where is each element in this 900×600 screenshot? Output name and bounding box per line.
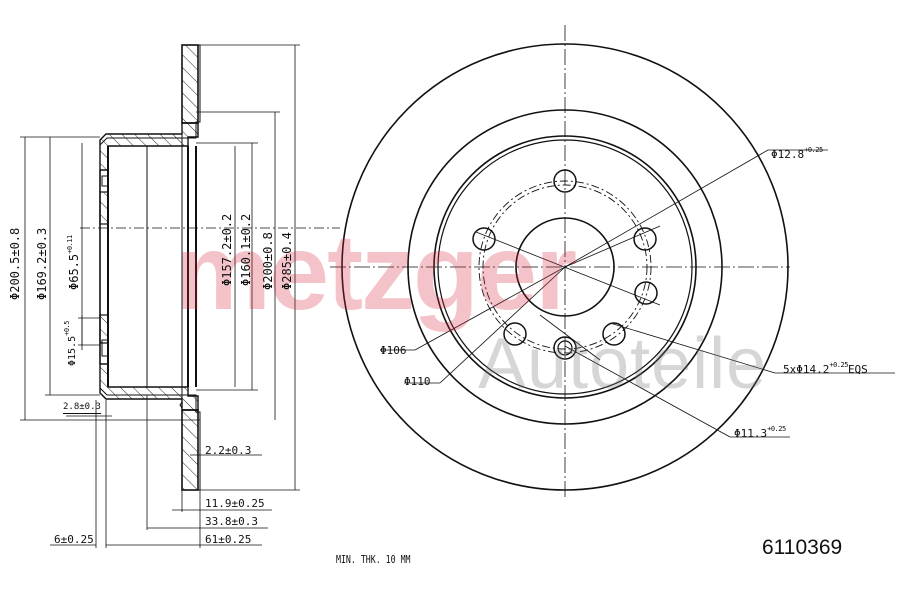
- callout-hole-12-8: Φ12.8+0.25: [771, 146, 823, 161]
- dim-d169-2: Φ169.2±0.3: [35, 227, 49, 300]
- dim-d15-5: Φ15.5+0.5: [63, 321, 78, 366]
- hole: [503, 322, 527, 346]
- hole: [634, 281, 658, 305]
- min-thickness-note: MIN. THK. 10 MM: [336, 553, 411, 566]
- callout-d110: Φ110: [404, 375, 431, 388]
- dim-t11-9: 11.9±0.25: [205, 497, 265, 510]
- dim-t2-8: 2.8±0.3: [63, 402, 101, 414]
- dim-d65-5: Φ65.5+0.11: [66, 235, 81, 290]
- part-number: 6110369: [762, 536, 843, 559]
- front-view: [330, 25, 895, 500]
- watermark-sub: Autoteile: [478, 324, 768, 404]
- section-view: [20, 44, 340, 548]
- dim-d200: Φ200±0.8: [261, 232, 275, 290]
- dim-d200-5: Φ200.5±0.8: [8, 227, 22, 300]
- dim-d285: Φ285±0.4: [280, 232, 294, 290]
- callout-d106: Φ106: [380, 344, 407, 357]
- dim-d157-2: Φ157.2±0.2: [220, 213, 234, 286]
- callout-hole-11-3: Φ11.3+0.25: [734, 425, 786, 440]
- hole: [633, 227, 657, 251]
- dim-d160-1: Φ160.1±0.2: [239, 213, 253, 286]
- callout-bolt-14-2: 5xΦ14.2+0.25EQS: [783, 361, 868, 376]
- watermark-brand: metzger: [175, 211, 577, 332]
- dim-t61: 61±0.25: [205, 533, 252, 546]
- dim-t33-8: 33.8±0.3: [205, 515, 258, 528]
- hole: [602, 322, 626, 346]
- dim-t6: 6±0.25: [54, 533, 94, 546]
- dim-t2-2: 2.2±0.3: [205, 444, 252, 457]
- hole: [472, 227, 496, 251]
